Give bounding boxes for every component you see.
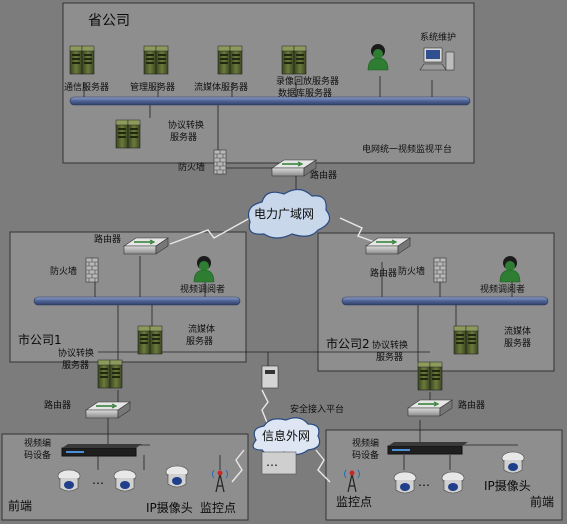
secure-access-label: 安全接入平台 — [290, 405, 345, 415]
front-left-encoder-label-1: 视频编 — [24, 439, 52, 449]
front-right-ellipsis: … — [418, 475, 430, 489]
front-left-encoder-label-2: 码设备 — [24, 451, 52, 461]
city1-firewall-label: 防火墙 — [50, 267, 78, 277]
front-right-encoder-label-1: 视频编 — [352, 439, 380, 449]
city1-dispatcher-label: 视频调阅者 — [180, 285, 226, 295]
city1-stream-label-2: 服务器 — [186, 337, 214, 347]
front-left-monitor-label: 监控点 — [200, 501, 237, 515]
front-right-camera-label: IP摄像头 — [484, 479, 531, 493]
front-left-title: 前端 — [8, 499, 33, 513]
info-extranet-label: 信息外网 — [262, 429, 311, 443]
city2-router-label: 路由器 — [370, 269, 398, 279]
province-router-label: 路由器 — [310, 171, 338, 181]
maintenance-label: 系统维护 — [420, 33, 457, 43]
province-firewall-label: 防火墙 — [178, 163, 206, 173]
protocol-server-label-2: 服务器 — [170, 133, 198, 143]
mgmt-server-label: 管理服务器 — [130, 83, 176, 93]
province-title: 省公司 — [88, 13, 130, 29]
city1-title: 市公司1 — [18, 333, 62, 347]
city1-stream-label-1: 流媒体 — [188, 325, 216, 335]
city2-protocol-label-1: 协议转换 — [372, 341, 409, 351]
comm-server-label: 通信服务器 — [64, 83, 110, 93]
city1-router-label: 路由器 — [94, 235, 122, 245]
front-right-encoder-label-2: 码设备 — [352, 451, 380, 461]
front-left-camera-label: IP摄像头 — [146, 501, 193, 515]
city2-firewall-label: 防火墙 — [398, 267, 426, 277]
city1-protocol-label-2: 服务器 — [62, 361, 90, 371]
record-server-label: 录像回放服务器 — [276, 77, 340, 87]
front-right-title: 前端 — [530, 495, 555, 509]
network-ellipsis: … — [266, 455, 278, 469]
city2-protocol-label-2: 服务器 — [376, 353, 404, 363]
power-wan-label: 电力广域网 — [254, 207, 315, 221]
city2-title: 市公司2 — [326, 337, 370, 351]
front-right-router-label: 路由器 — [458, 401, 486, 411]
db-server-label: 数据库服务器 — [278, 89, 333, 99]
front-right-monitor-label: 监控点 — [336, 495, 373, 509]
front-left-ellipsis: … — [92, 473, 104, 487]
stream-server-label: 流媒体服务器 — [194, 83, 249, 93]
protocol-server-label-1: 协议转换 — [168, 121, 205, 131]
city2-stream-label-2: 服务器 — [504, 339, 532, 349]
city1-protocol-label-1: 协议转换 — [58, 349, 95, 359]
city2-stream-label-1: 流媒体 — [504, 327, 532, 337]
front-left-router-label: 路由器 — [44, 401, 72, 411]
city2-dispatcher-label: 视频调阅者 — [480, 285, 526, 295]
platform-label: 电网统一视频监视平台 — [362, 145, 453, 155]
